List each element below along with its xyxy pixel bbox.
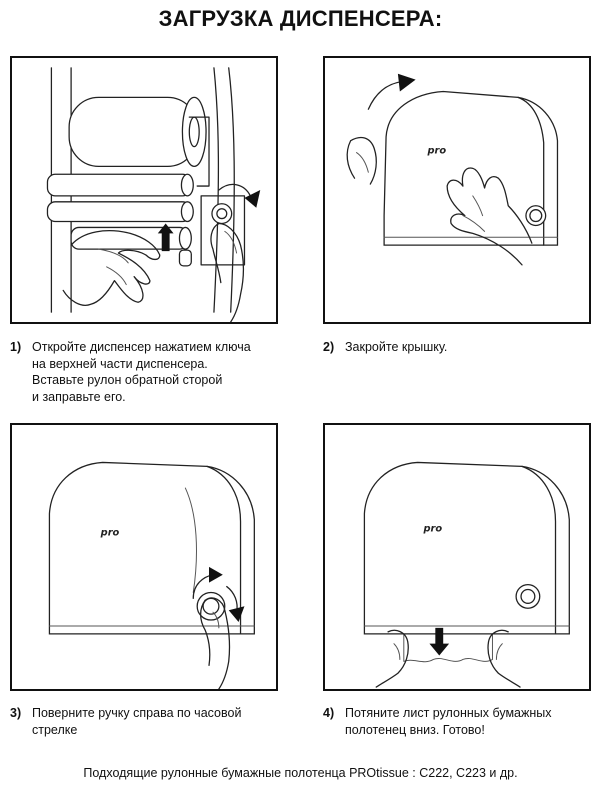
step-2-illustration: pro xyxy=(323,56,591,324)
step-text: Поверните ручку справа по часовой стрелк… xyxy=(32,706,242,737)
step-1-instruction: 1) Откройте диспенсер нажатием ключа на … xyxy=(10,339,300,405)
roll-loading-drawing xyxy=(46,67,261,322)
step-4-instruction: 4) Потяните лист рулонных бумажных полот… xyxy=(323,705,593,738)
brand-logo: pro xyxy=(426,146,446,157)
pulling-sheet-drawing: pro xyxy=(363,461,570,688)
step-2-instruction: 2) Закройте крышку. xyxy=(323,339,593,356)
page-title: ЗАГРУЗКА ДИСПЕНСЕРА: xyxy=(158,6,443,31)
step-text: Потяните лист рулонных бумажных полотене… xyxy=(345,706,552,737)
brand-logo: pro xyxy=(100,527,120,538)
step-text: Закройте крышку. xyxy=(345,340,448,354)
step-1-illustration xyxy=(10,56,278,324)
step-4-illustration: pro xyxy=(323,423,591,691)
step-number: 3) xyxy=(10,706,22,720)
step-3-illustration: pro xyxy=(10,423,278,691)
step-number: 2) xyxy=(323,340,335,354)
closing-lid-drawing: pro xyxy=(346,73,559,266)
brand-logo: pro xyxy=(423,523,443,534)
step-text: Откройте диспенсер нажатием ключа на вер… xyxy=(32,340,251,404)
step-number: 4) xyxy=(323,706,335,720)
turning-knob-drawing: pro xyxy=(48,461,255,689)
compatible-products-note: Подходящие рулонные бумажные полотенца P… xyxy=(83,766,518,780)
step-3-instruction: 3) Поверните ручку справа по часовой стр… xyxy=(10,705,300,738)
step-number: 1) xyxy=(10,340,22,354)
